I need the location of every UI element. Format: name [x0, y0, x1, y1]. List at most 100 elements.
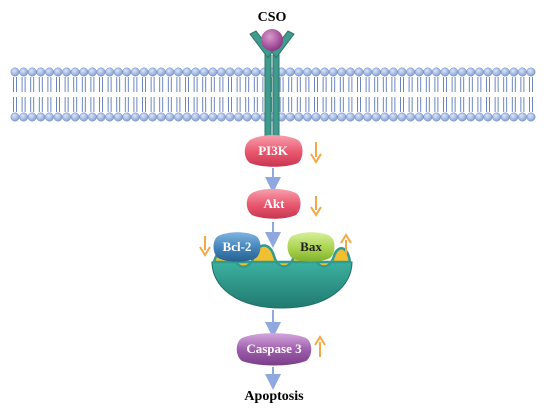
lipid-head: [363, 112, 373, 122]
lipid-head: [148, 112, 158, 122]
lipid-head: [509, 112, 519, 122]
lipid-head: [242, 67, 252, 77]
lipid-head: [380, 67, 390, 77]
lipid-head: [165, 67, 175, 77]
lipid-head: [113, 112, 123, 122]
lipid-head: [406, 112, 416, 122]
akt-label: Akt: [264, 196, 286, 211]
lipid-head: [10, 112, 20, 122]
lipid-head: [208, 67, 218, 77]
lipid-head: [191, 112, 201, 122]
lipid-head: [10, 67, 20, 77]
cso-ligand: CSO: [258, 10, 287, 51]
lipid-head: [19, 112, 29, 122]
lipid-head: [388, 67, 398, 77]
lipid-head: [457, 112, 467, 122]
lipid-head: [328, 67, 338, 77]
caspase3-label: Caspase 3: [246, 341, 302, 356]
lipid-head: [414, 67, 424, 77]
lipid-head: [225, 112, 235, 122]
lipid-head: [354, 112, 364, 122]
lipid-head: [234, 112, 244, 122]
lipid-head: [397, 67, 407, 77]
pi3k-trend-down-arrow: [310, 142, 322, 164]
lipid-head: [173, 112, 183, 122]
caspase3-trend-up-arrow: [314, 335, 326, 357]
lipid-head: [474, 112, 484, 122]
pi3k-shape: [244, 135, 303, 167]
ligand-label: CSO: [258, 10, 287, 25]
lipid-head: [449, 67, 459, 77]
lipid-head: [466, 112, 476, 122]
bax-trend-up-arrow: [340, 233, 352, 255]
lipid-head: [302, 112, 312, 122]
lipid-head: [79, 67, 89, 77]
lipid-head: [320, 112, 330, 122]
bax-label: Bax: [300, 239, 322, 254]
lipid-head: [320, 67, 330, 77]
lipid-head: [397, 112, 407, 122]
lipid-head: [36, 112, 46, 122]
caspase3-node: Caspase 3: [236, 333, 326, 366]
lipid-head: [406, 67, 416, 77]
lipid-head: [328, 112, 338, 122]
lipid-head: [302, 67, 312, 77]
lipid-head: [139, 112, 149, 122]
lipid-head: [199, 67, 209, 77]
lipid-head: [105, 112, 115, 122]
pi3k-node: PI3K: [244, 135, 322, 167]
lipid-head: [70, 112, 80, 122]
lipid-head: [500, 67, 510, 77]
lipid-head: [225, 67, 235, 77]
lipid-head: [363, 67, 373, 77]
lipid-head: [105, 67, 115, 77]
lipid-head: [27, 67, 37, 77]
lipid-head: [70, 67, 80, 77]
lipid-head: [431, 112, 441, 122]
lipid-head: [371, 112, 381, 122]
lipid-head: [139, 67, 149, 77]
lipid-head: [354, 67, 364, 77]
lipid-head: [199, 112, 209, 122]
lipid-head: [517, 112, 527, 122]
lipid-head: [466, 67, 476, 77]
lipid-head: [345, 67, 355, 77]
lipid-head: [311, 112, 321, 122]
lipid-head: [130, 112, 140, 122]
bcl2-node: Bcl-2: [199, 232, 261, 262]
lipid-head: [27, 112, 37, 122]
lipid-head: [156, 112, 166, 122]
bax-node: Bax: [287, 232, 352, 262]
lipid-head: [509, 67, 519, 77]
akt-node: Akt: [246, 188, 322, 219]
lipid-head: [371, 67, 381, 77]
lipid-head: [440, 112, 450, 122]
lipid-head: [483, 67, 493, 77]
lipid-head: [251, 67, 261, 77]
lipid-head: [113, 67, 123, 77]
lipid-head: [440, 67, 450, 77]
lipid-head: [44, 67, 54, 77]
lipid-head: [191, 67, 201, 77]
lipid-head: [165, 112, 175, 122]
lipid-head: [156, 67, 166, 77]
lipid-head: [19, 67, 29, 77]
lipid-head: [216, 112, 226, 122]
lipid-head: [492, 112, 502, 122]
lipid-head: [96, 67, 106, 77]
lipid-head: [500, 112, 510, 122]
ligand-sphere: [261, 29, 283, 51]
lipid-head: [423, 67, 433, 77]
lipid-head: [457, 67, 467, 77]
lipid-head: [87, 112, 97, 122]
lipid-head: [449, 112, 459, 122]
lipid-head: [423, 112, 433, 122]
lipid-head: [492, 67, 502, 77]
lipid-head: [62, 67, 72, 77]
mitochondria-outer-membrane: [211, 261, 353, 309]
lipid-head: [517, 67, 527, 77]
bcl2-label: Bcl-2: [223, 239, 252, 254]
lipid-head: [294, 67, 304, 77]
lipid-head: [251, 112, 261, 122]
